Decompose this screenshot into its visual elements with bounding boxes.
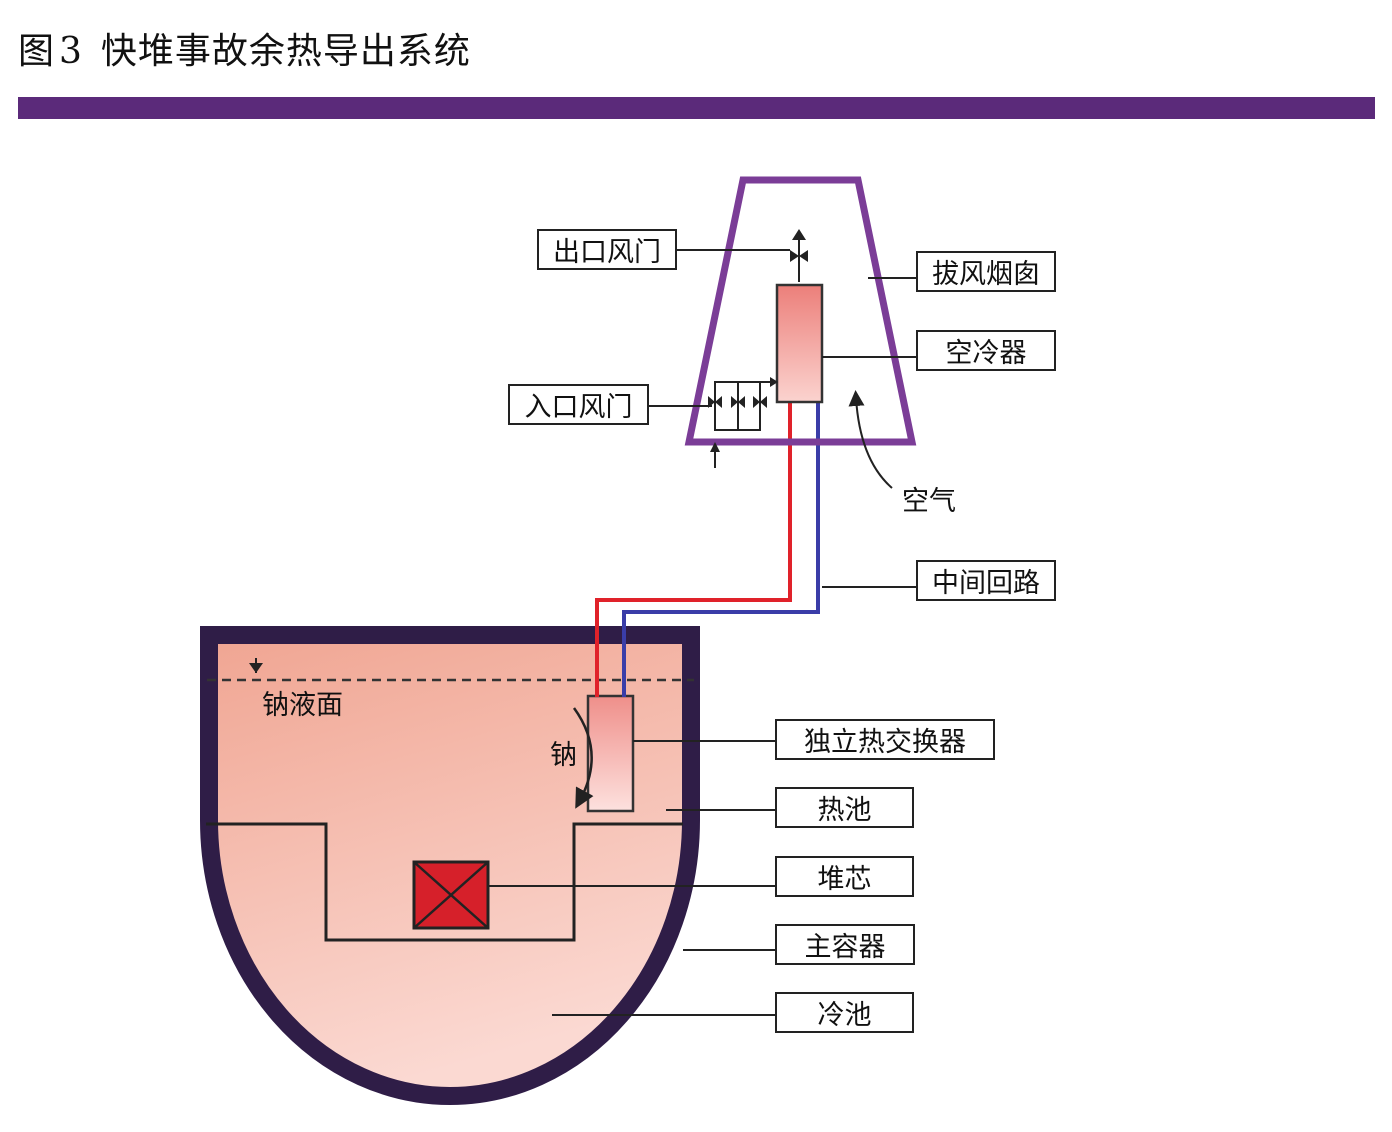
sodium-level-marker <box>249 658 263 673</box>
outlet-damper-icon <box>790 229 808 282</box>
label-air: 空气 <box>902 486 956 517</box>
figure-label: 图 <box>18 31 56 72</box>
figure-caption: 快堆事故余热导出系统 <box>100 31 471 72</box>
inlet-damper-icon <box>708 377 778 468</box>
cold-leg-pipe <box>622 402 820 697</box>
hot-leg-pipe <box>595 402 792 697</box>
core-element <box>412 860 490 930</box>
label-main-vessel: 主容器 <box>775 924 915 965</box>
label-air-cooler: 空冷器 <box>916 330 1056 371</box>
main-vessel-wall <box>200 626 700 1105</box>
label-intermediate-loop: 中间回路 <box>916 560 1056 601</box>
chimney-outline <box>684 176 917 446</box>
air-cooler-element <box>775 283 824 404</box>
title-accent-bar <box>18 97 1375 119</box>
redan-separator <box>206 822 683 942</box>
ihx-element <box>586 694 635 813</box>
label-chimney: 拔风烟囱 <box>916 251 1056 292</box>
label-outlet-damper: 出口风门 <box>537 229 677 270</box>
label-ihx: 独立热交换器 <box>775 719 995 760</box>
sodium-flow-arrow <box>572 707 594 809</box>
label-sodium-level: 钠液面 <box>262 690 343 721</box>
label-hot-pool: 热池 <box>775 787 914 828</box>
figure-number: 3 <box>59 31 83 72</box>
air-flow-arrow <box>848 390 893 489</box>
label-inlet-damper: 入口风门 <box>508 384 649 425</box>
leader-lines <box>488 249 917 1016</box>
label-core: 堆芯 <box>775 856 914 897</box>
label-sodium: 钠 <box>550 740 577 771</box>
label-cold-pool: 冷池 <box>775 992 914 1033</box>
